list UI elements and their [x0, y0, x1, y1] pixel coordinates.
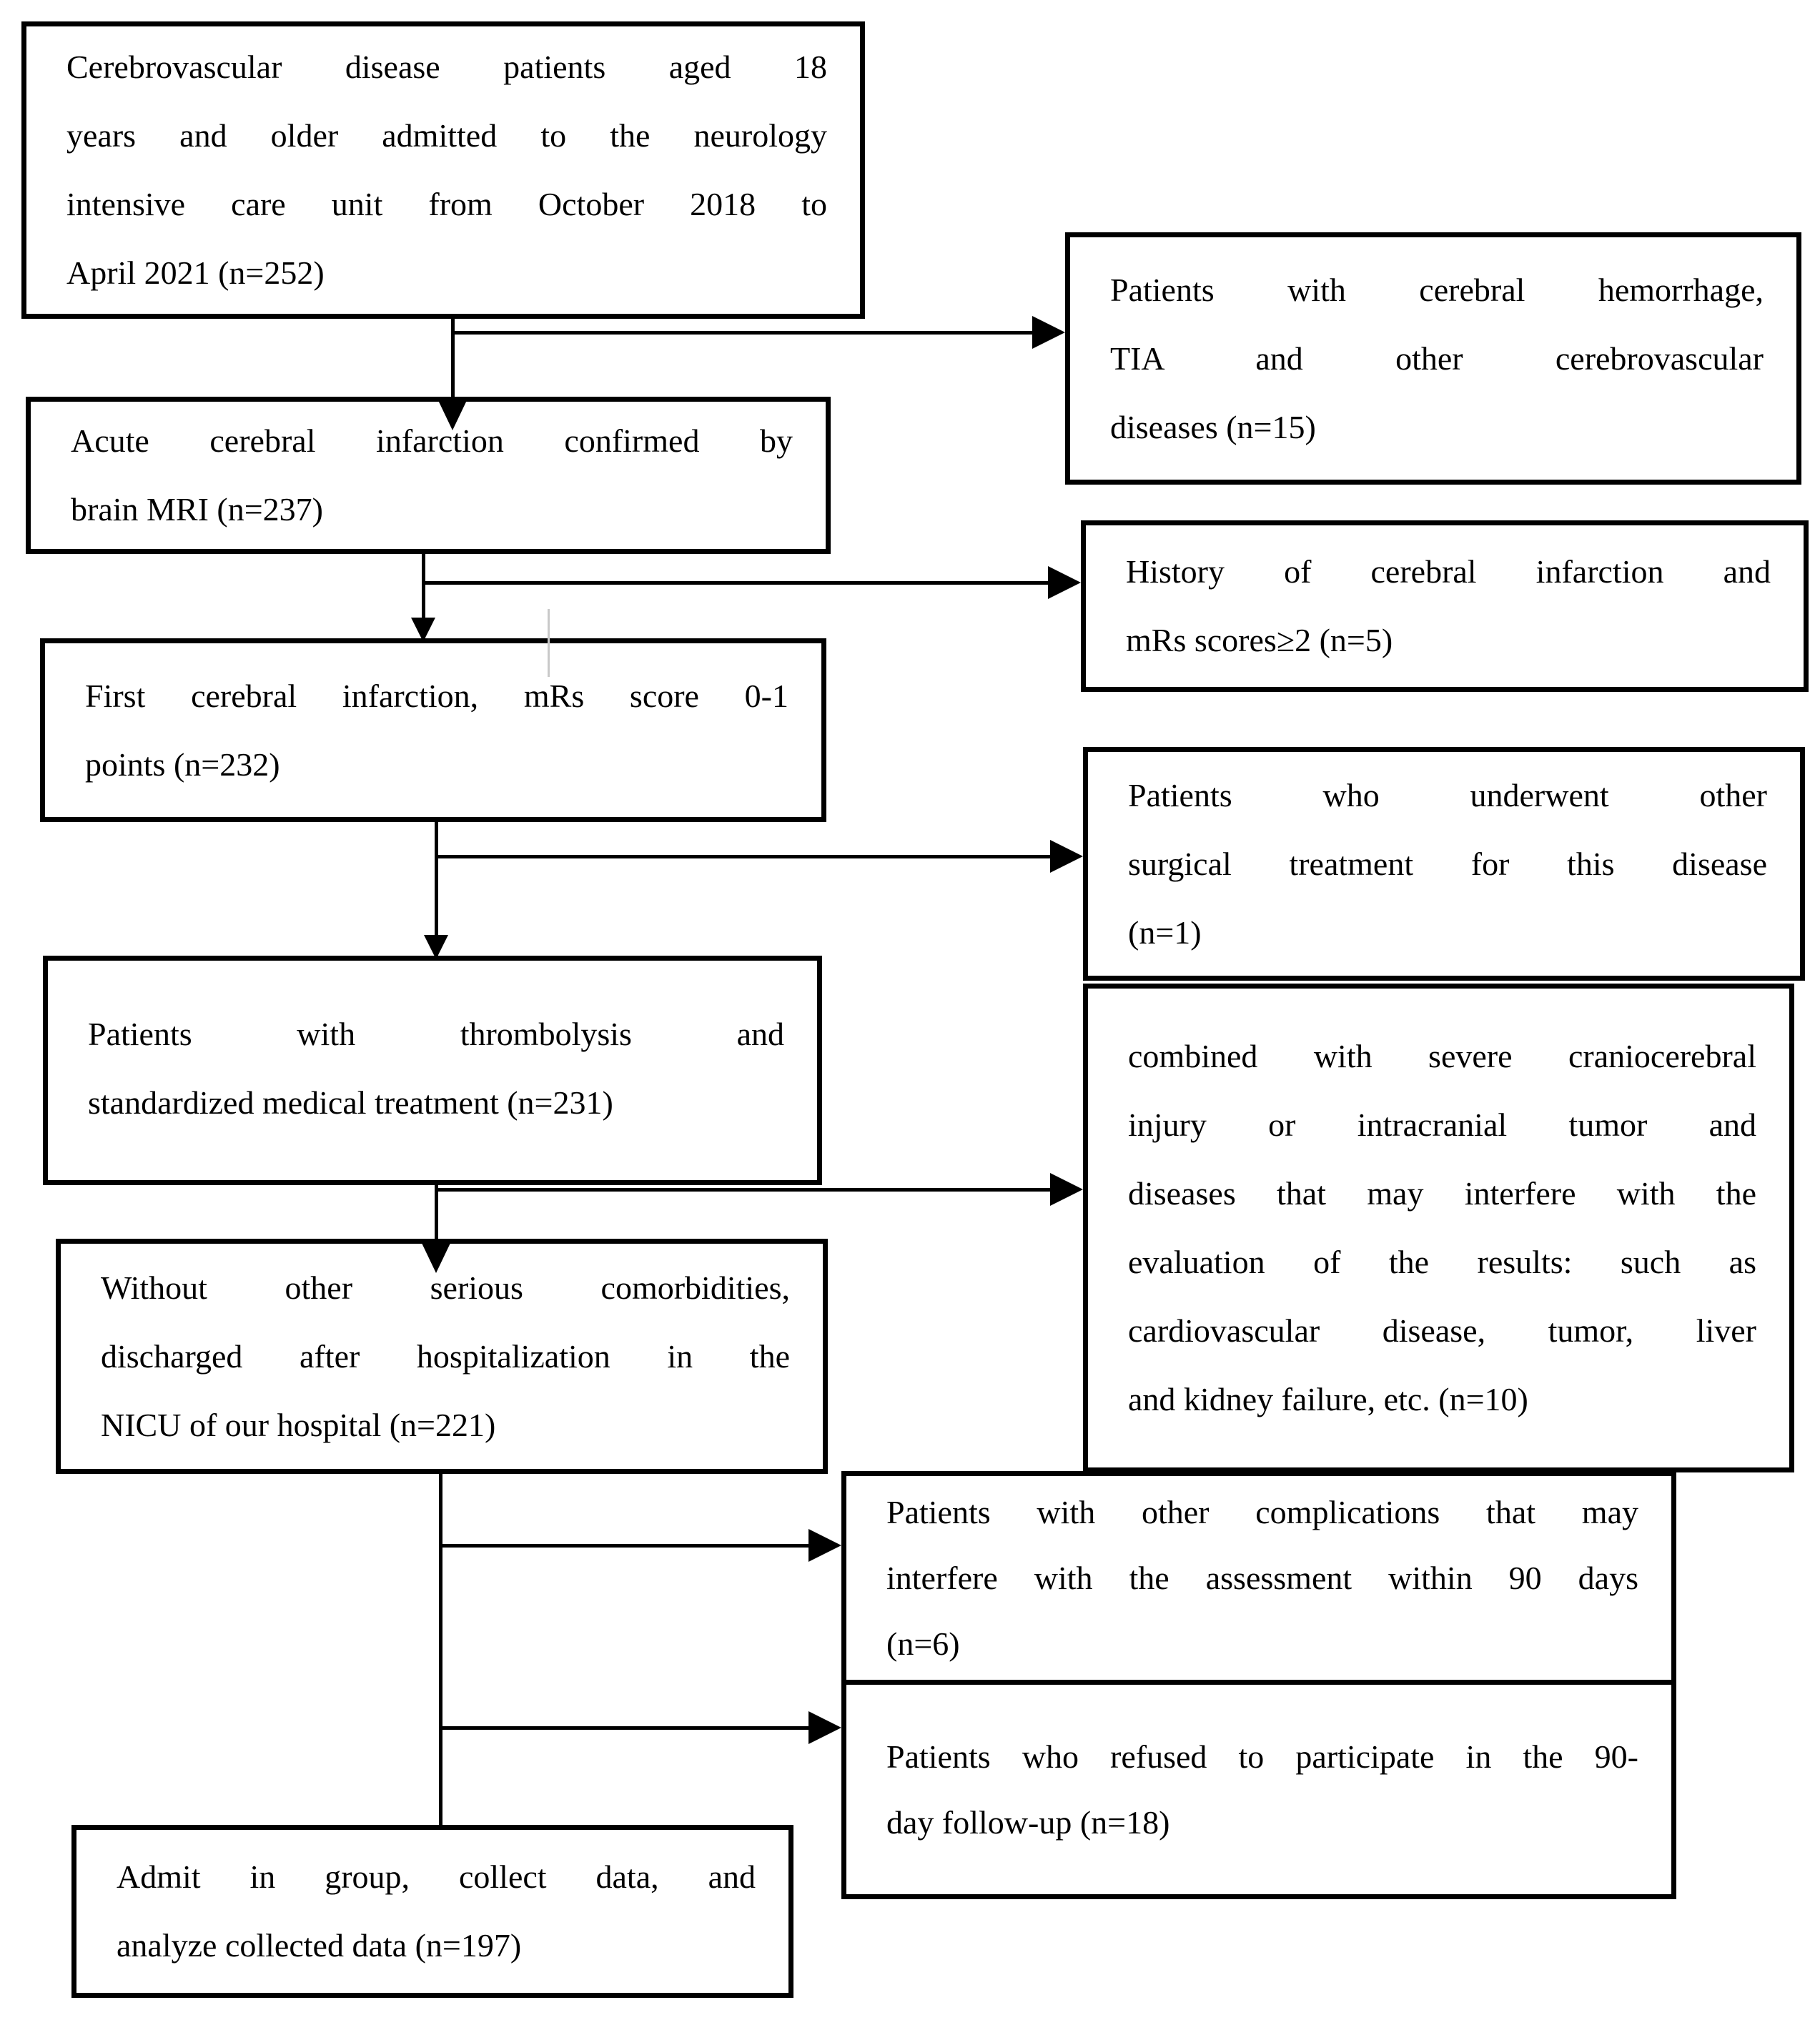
node-thrombolysis-231: Patients with thrombolysis and standardi… [43, 956, 822, 1185]
arrowhead-into-r6 [808, 1711, 841, 1744]
connector-l2-r2 [422, 581, 1048, 585]
node-line: standardized medical treatment (n=231) [88, 1084, 613, 1121]
node-line: NICU of our hospital (n=221) [101, 1406, 496, 1443]
node-line: Patients with other complications that m… [886, 1493, 1638, 1530]
node-line: Patients who refused to participate in t… [886, 1738, 1638, 1775]
node-line: diseases (n=15) [1110, 408, 1316, 445]
node-line: years and older admitted to the neurolog… [66, 117, 827, 154]
node-excluded-craniocerebral-10: combined with severe craniocerebral inju… [1083, 984, 1794, 1472]
arrowhead-into-l3 [411, 618, 435, 642]
node-text: First cerebral infarction, mRs score 0-1… [45, 662, 821, 799]
node-text: combined with severe craniocerebral inju… [1088, 1022, 1789, 1434]
node-text: Patients with thrombolysis and standardi… [48, 961, 817, 1137]
node-line: (n=6) [886, 1625, 960, 1662]
node-analyzed-197: Admit in group, collect data, and analyz… [71, 1825, 793, 1998]
node-line: diseases that may interfere with the [1128, 1175, 1756, 1212]
node-line: Cerebrovascular disease patients aged 18 [66, 49, 827, 85]
node-line: analyze collected data (n=197) [117, 1927, 522, 1964]
arrowhead-into-r2 [1048, 566, 1081, 599]
connector-l5-r6 [439, 1726, 808, 1730]
node-line: evaluation of the results: such as [1128, 1244, 1756, 1280]
connector-l5-l6 [439, 1474, 442, 1825]
node-text: Patients who refused to participate in t… [846, 1724, 1671, 1856]
connector-l2-l3 [422, 554, 425, 638]
node-line: History of cerebral infarction and [1126, 553, 1771, 590]
connector-l5-r5 [439, 1544, 808, 1548]
node-no-comorbidities-221: Without other serious comorbidities, dis… [56, 1239, 828, 1474]
node-line: (n=1) [1128, 914, 1202, 951]
node-text: Patients with other complications that m… [846, 1480, 1671, 1677]
connector-l3-r3 [435, 855, 1050, 858]
arrowhead-into-r5 [808, 1529, 841, 1562]
node-line: TIA and other cerebrovascular [1110, 340, 1764, 377]
scan-artifact-line [548, 609, 550, 677]
arrowhead-into-l2 [437, 397, 468, 430]
arrowhead-into-r4 [1050, 1173, 1083, 1206]
arrowhead-into-r3 [1050, 840, 1083, 873]
node-text: Acute cerebral infarction confirmed by b… [31, 407, 826, 544]
node-excluded-complications-6: Patients with other complications that m… [841, 1471, 1676, 1685]
node-text: Patients with cerebral hemorrhage, TIA a… [1070, 256, 1796, 462]
node-text: Cerebrovascular disease patients aged 18… [26, 33, 860, 307]
node-line: mRs scores≥2 (n=5) [1126, 622, 1393, 658]
connector-l1-r1 [451, 331, 1035, 335]
node-enrolled-252: Cerebrovascular disease patients aged 18… [21, 21, 865, 319]
node-text: History of cerebral infarction and mRs s… [1086, 538, 1804, 675]
node-line: Without other serious comorbidities, [101, 1269, 790, 1306]
arrowhead-into-r1 [1032, 316, 1065, 349]
node-first-infarction-232: First cerebral infarction, mRs score 0-1… [40, 638, 826, 822]
node-line: day follow-up (n=18) [886, 1803, 1170, 1841]
connector-l4-l5 [435, 1185, 438, 1248]
node-text: Admit in group, collect data, and analyz… [76, 1843, 788, 1980]
node-text: Without other serious comorbidities, dis… [61, 1254, 823, 1460]
node-line: injury or intracranial tumor and [1128, 1106, 1756, 1143]
connector-l1-l2 [451, 319, 455, 400]
node-line: discharged after hospitalization in the [101, 1337, 790, 1375]
connector-l3-l4 [435, 822, 438, 958]
node-line: brain MRI (n=237) [71, 491, 323, 528]
node-excluded-surgery-1: Patients who underwent other surgical tr… [1083, 747, 1805, 981]
node-line: intensive care unit from October 2018 to [66, 186, 827, 222]
node-excluded-hemorrhage-15: Patients with cerebral hemorrhage, TIA a… [1065, 232, 1801, 485]
arrowhead-into-l5 [420, 1240, 452, 1273]
node-line: Patients with thrombolysis and [88, 1016, 784, 1052]
node-excluded-refused-18: Patients who refused to participate in t… [841, 1680, 1676, 1899]
node-line: points (n=232) [85, 746, 280, 783]
node-line: surgical treatment for this disease [1128, 845, 1767, 882]
node-line: Patients with cerebral hemorrhage, [1110, 271, 1764, 308]
node-line: interfere with the assessment within 90 … [886, 1559, 1638, 1596]
node-line: Patients who underwent other [1128, 776, 1767, 813]
node-line: cardiovascular disease, tumor, liver [1128, 1312, 1756, 1349]
node-line: Acute cerebral infarction confirmed by [71, 422, 793, 459]
connector-l4-r4 [435, 1188, 1050, 1192]
node-mri-confirmed-237: Acute cerebral infarction confirmed by b… [26, 397, 831, 554]
node-excluded-history-5: History of cerebral infarction and mRs s… [1081, 520, 1809, 692]
node-line: First cerebral infarction, mRs score 0-1 [85, 677, 788, 714]
arrowhead-into-l4 [424, 935, 448, 959]
node-text: Patients who underwent other surgical tr… [1088, 761, 1800, 967]
node-line: and kidney failure, etc. (n=10) [1128, 1381, 1528, 1417]
node-line: April 2021 (n=252) [66, 254, 325, 291]
node-line: Admit in group, collect data, and [117, 1858, 756, 1895]
node-line: combined with severe craniocerebral [1128, 1038, 1756, 1074]
